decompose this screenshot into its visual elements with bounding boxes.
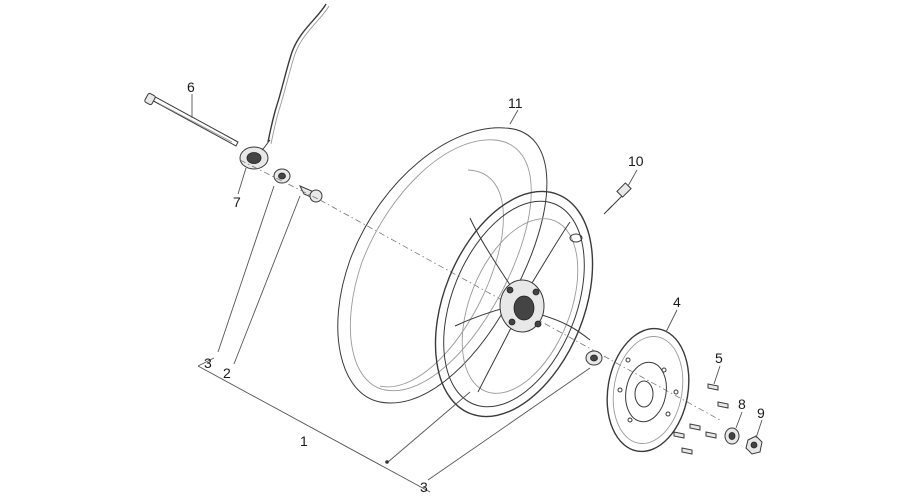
brake-disc [606,327,690,453]
callout-7: 7 [233,194,241,210]
leader-lines [191,94,763,493]
wheel-spacer [724,427,740,445]
hub-bushing-right [585,350,603,366]
tyre [337,127,548,404]
speedometer-cable-inner [270,5,330,145]
callout-6: 6 [187,79,195,95]
callout-8: 8 [738,396,746,412]
callout-3-left: 3 [204,355,212,371]
callout-11: 11 [508,95,523,111]
callout-2: 2 [223,365,231,381]
speedometer-drive [239,139,271,170]
tyre-valve [603,182,632,215]
speedometer-cable [267,3,327,143]
axle-nut [745,435,763,455]
callout-10: 10 [628,153,644,169]
callout-1: 1 [300,433,308,449]
axis-line-upper [319,199,721,421]
spacer-bushing-right [298,185,323,203]
disc-bolts [673,383,729,455]
spacer-bushing-left [273,168,291,184]
callout-9: 9 [757,405,765,421]
axle [144,92,239,147]
axis-line-lower [239,159,321,201]
callout-4: 4 [673,294,681,310]
callout-3-bottom: 3 [420,479,428,495]
wheel-rim [434,190,594,418]
callout-5: 5 [715,350,723,366]
